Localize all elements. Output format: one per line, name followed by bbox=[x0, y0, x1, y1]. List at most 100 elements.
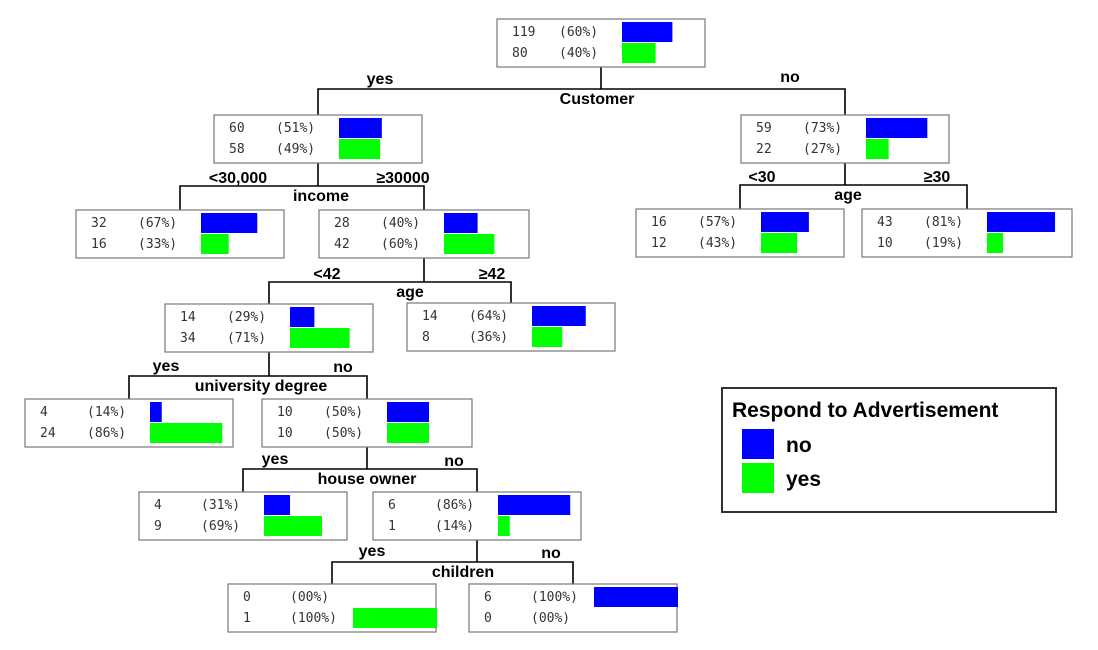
percent-yes: (69%) bbox=[201, 519, 240, 534]
bar-yes bbox=[201, 234, 229, 254]
percent-yes: (100%) bbox=[290, 611, 337, 626]
percent-yes: (50%) bbox=[324, 426, 363, 441]
edge-age bbox=[268, 258, 512, 304]
count-no: 14 bbox=[422, 309, 438, 324]
bar-no bbox=[532, 306, 586, 326]
tree-node-owner-yes: 4(31%)9(69%) bbox=[138, 491, 348, 541]
legend-swatch-no bbox=[742, 429, 774, 459]
count-no: 59 bbox=[756, 121, 772, 136]
count-yes: 1 bbox=[388, 519, 396, 534]
tree-node-owner-no: 6(86%)1(14%) bbox=[372, 491, 582, 541]
count-yes: 42 bbox=[334, 237, 350, 252]
percent-no: (100%) bbox=[531, 590, 578, 605]
branch-right-age-right: ≥30 bbox=[924, 169, 951, 186]
edge-owner bbox=[242, 447, 478, 492]
legend-swatch-yes bbox=[742, 463, 774, 493]
split-variable-children: children bbox=[432, 564, 494, 581]
branch-left-degree: yes bbox=[153, 358, 180, 375]
bar-yes bbox=[987, 233, 1003, 253]
bar-no bbox=[498, 495, 571, 515]
split-variable-owner: house owner bbox=[318, 471, 417, 488]
split-variable-age-right: age bbox=[834, 187, 862, 204]
tree-node-customer-no: 59(73%)22(27%) bbox=[740, 114, 950, 164]
count-yes: 9 bbox=[154, 519, 162, 534]
count-no: 32 bbox=[91, 216, 107, 231]
percent-no: (57%) bbox=[698, 215, 737, 230]
bar-yes bbox=[444, 234, 495, 254]
tree-nodes: 119(60%)80(40%)60(51%)58(49%)59(73%)22(2… bbox=[24, 18, 1073, 633]
bar-no bbox=[290, 307, 315, 327]
percent-yes: (60%) bbox=[381, 237, 420, 252]
percent-no: (00%) bbox=[290, 590, 329, 605]
tree-node-customer-yes: 60(51%)58(49%) bbox=[213, 114, 423, 164]
split-variable-income: income bbox=[293, 188, 349, 205]
percent-yes: (49%) bbox=[276, 142, 315, 157]
percent-no: (86%) bbox=[435, 498, 474, 513]
edge-income bbox=[179, 163, 425, 210]
tree-node-age-ge: 14(64%)8(36%) bbox=[406, 302, 616, 352]
branch-left-income: <30,000 bbox=[209, 170, 267, 187]
count-yes: 24 bbox=[40, 426, 56, 441]
count-no: 28 bbox=[334, 216, 350, 231]
branch-right-children: no bbox=[541, 545, 561, 562]
count-no: 14 bbox=[180, 310, 196, 325]
count-yes: 16 bbox=[91, 237, 107, 252]
bar-no bbox=[987, 212, 1056, 232]
percent-no: (50%) bbox=[324, 405, 363, 420]
bar-yes bbox=[353, 608, 437, 628]
count-yes: 12 bbox=[651, 236, 667, 251]
percent-yes: (36%) bbox=[469, 330, 508, 345]
count-no: 16 bbox=[651, 215, 667, 230]
tree-node-degree-yes: 4(14%)24(86%) bbox=[24, 398, 234, 448]
count-yes: 10 bbox=[877, 236, 893, 251]
split-variable-degree: university degree bbox=[195, 378, 328, 395]
count-yes: 8 bbox=[422, 330, 430, 345]
count-no: 4 bbox=[40, 405, 48, 420]
bar-no bbox=[201, 213, 258, 233]
node-box bbox=[318, 209, 530, 259]
count-yes: 22 bbox=[756, 142, 772, 157]
branch-left-age: <42 bbox=[313, 266, 340, 283]
percent-yes: (33%) bbox=[138, 237, 177, 252]
branch-left-children: yes bbox=[359, 543, 386, 560]
tree-node-income-lt: 32 (67%) 16 (33%) bbox=[75, 209, 285, 259]
percent-yes: (40%) bbox=[559, 46, 598, 61]
bar-yes bbox=[339, 139, 381, 159]
percent-no: (29%) bbox=[227, 310, 266, 325]
count-no: 43 bbox=[877, 215, 893, 230]
edge-customer bbox=[317, 67, 846, 115]
percent-no: (73%) bbox=[803, 121, 842, 136]
percent-no: (67%) bbox=[138, 216, 177, 231]
bar-yes bbox=[761, 233, 798, 253]
tree-edges bbox=[128, 67, 968, 584]
bar-yes bbox=[150, 423, 223, 443]
edge-degree bbox=[128, 352, 368, 399]
count-yes: 34 bbox=[180, 331, 196, 346]
percent-no: (31%) bbox=[201, 498, 240, 513]
branch-left-owner: yes bbox=[262, 451, 289, 468]
bar-no bbox=[761, 212, 809, 232]
bar-yes bbox=[498, 516, 510, 536]
branch-right-customer: no bbox=[780, 69, 800, 86]
count-no: 6 bbox=[484, 590, 492, 605]
percent-no: (40%) bbox=[381, 216, 420, 231]
bar-yes bbox=[622, 43, 656, 63]
percent-no: (14%) bbox=[87, 405, 126, 420]
branch-right-degree: no bbox=[333, 359, 353, 376]
percent-yes: (14%) bbox=[435, 519, 474, 534]
count-no: 10 bbox=[277, 405, 293, 420]
bar-no bbox=[387, 402, 429, 422]
tree-node-income-ge: 28 (40%) 42 (60%) bbox=[318, 209, 530, 259]
count-no: 0 bbox=[243, 590, 251, 605]
tree-node-children-yes: 0(00%)1(100%) bbox=[227, 583, 437, 633]
tree-node-degree-no: 10(50%)10(50%) bbox=[261, 398, 473, 448]
tree-node-age-right-lt: 16 (57%) 12 (43%) bbox=[635, 208, 845, 258]
node-box bbox=[213, 114, 423, 164]
bar-yes bbox=[264, 516, 322, 536]
split-variable-customer: Customer bbox=[560, 91, 635, 108]
percent-yes: (43%) bbox=[698, 236, 737, 251]
count-yes: 80 bbox=[512, 46, 528, 61]
edge-age-right bbox=[739, 163, 968, 209]
